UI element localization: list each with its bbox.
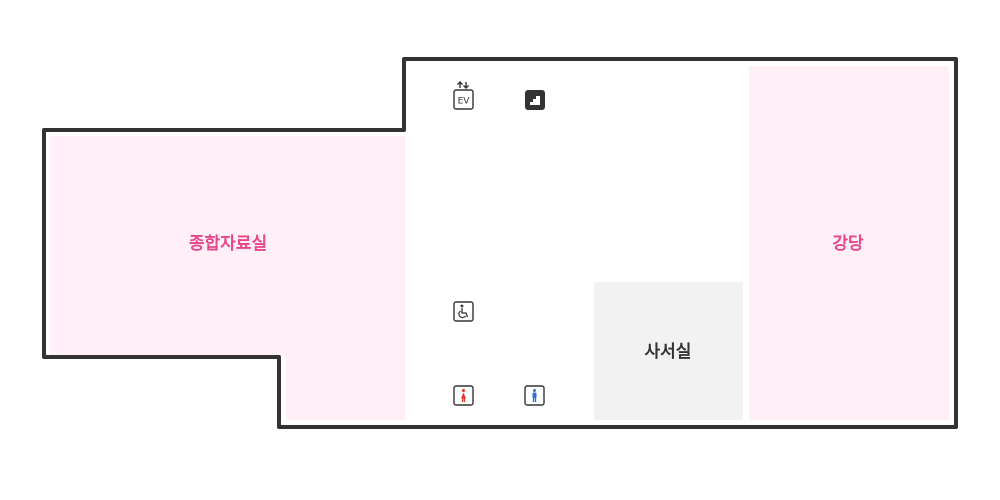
men-restroom-icon[interactable]	[524, 385, 545, 406]
stairs-icon[interactable]	[525, 90, 545, 110]
building-outline	[42, 57, 958, 429]
women-restroom-icon[interactable]	[453, 385, 474, 406]
room-general-materials[interactable]	[50, 136, 405, 420]
accessible-icon[interactable]	[453, 301, 474, 322]
elevator-label: EV	[458, 97, 471, 107]
room-label-general-materials: 종합자료실	[189, 233, 267, 254]
room-label-librarian-office: 사서실	[645, 342, 692, 362]
room-librarian-office[interactable]	[594, 282, 743, 420]
room-auditorium[interactable]	[749, 66, 949, 420]
room-label-auditorium: 강당	[832, 234, 864, 254]
elevator-icon[interactable]: EV	[453, 81, 474, 110]
